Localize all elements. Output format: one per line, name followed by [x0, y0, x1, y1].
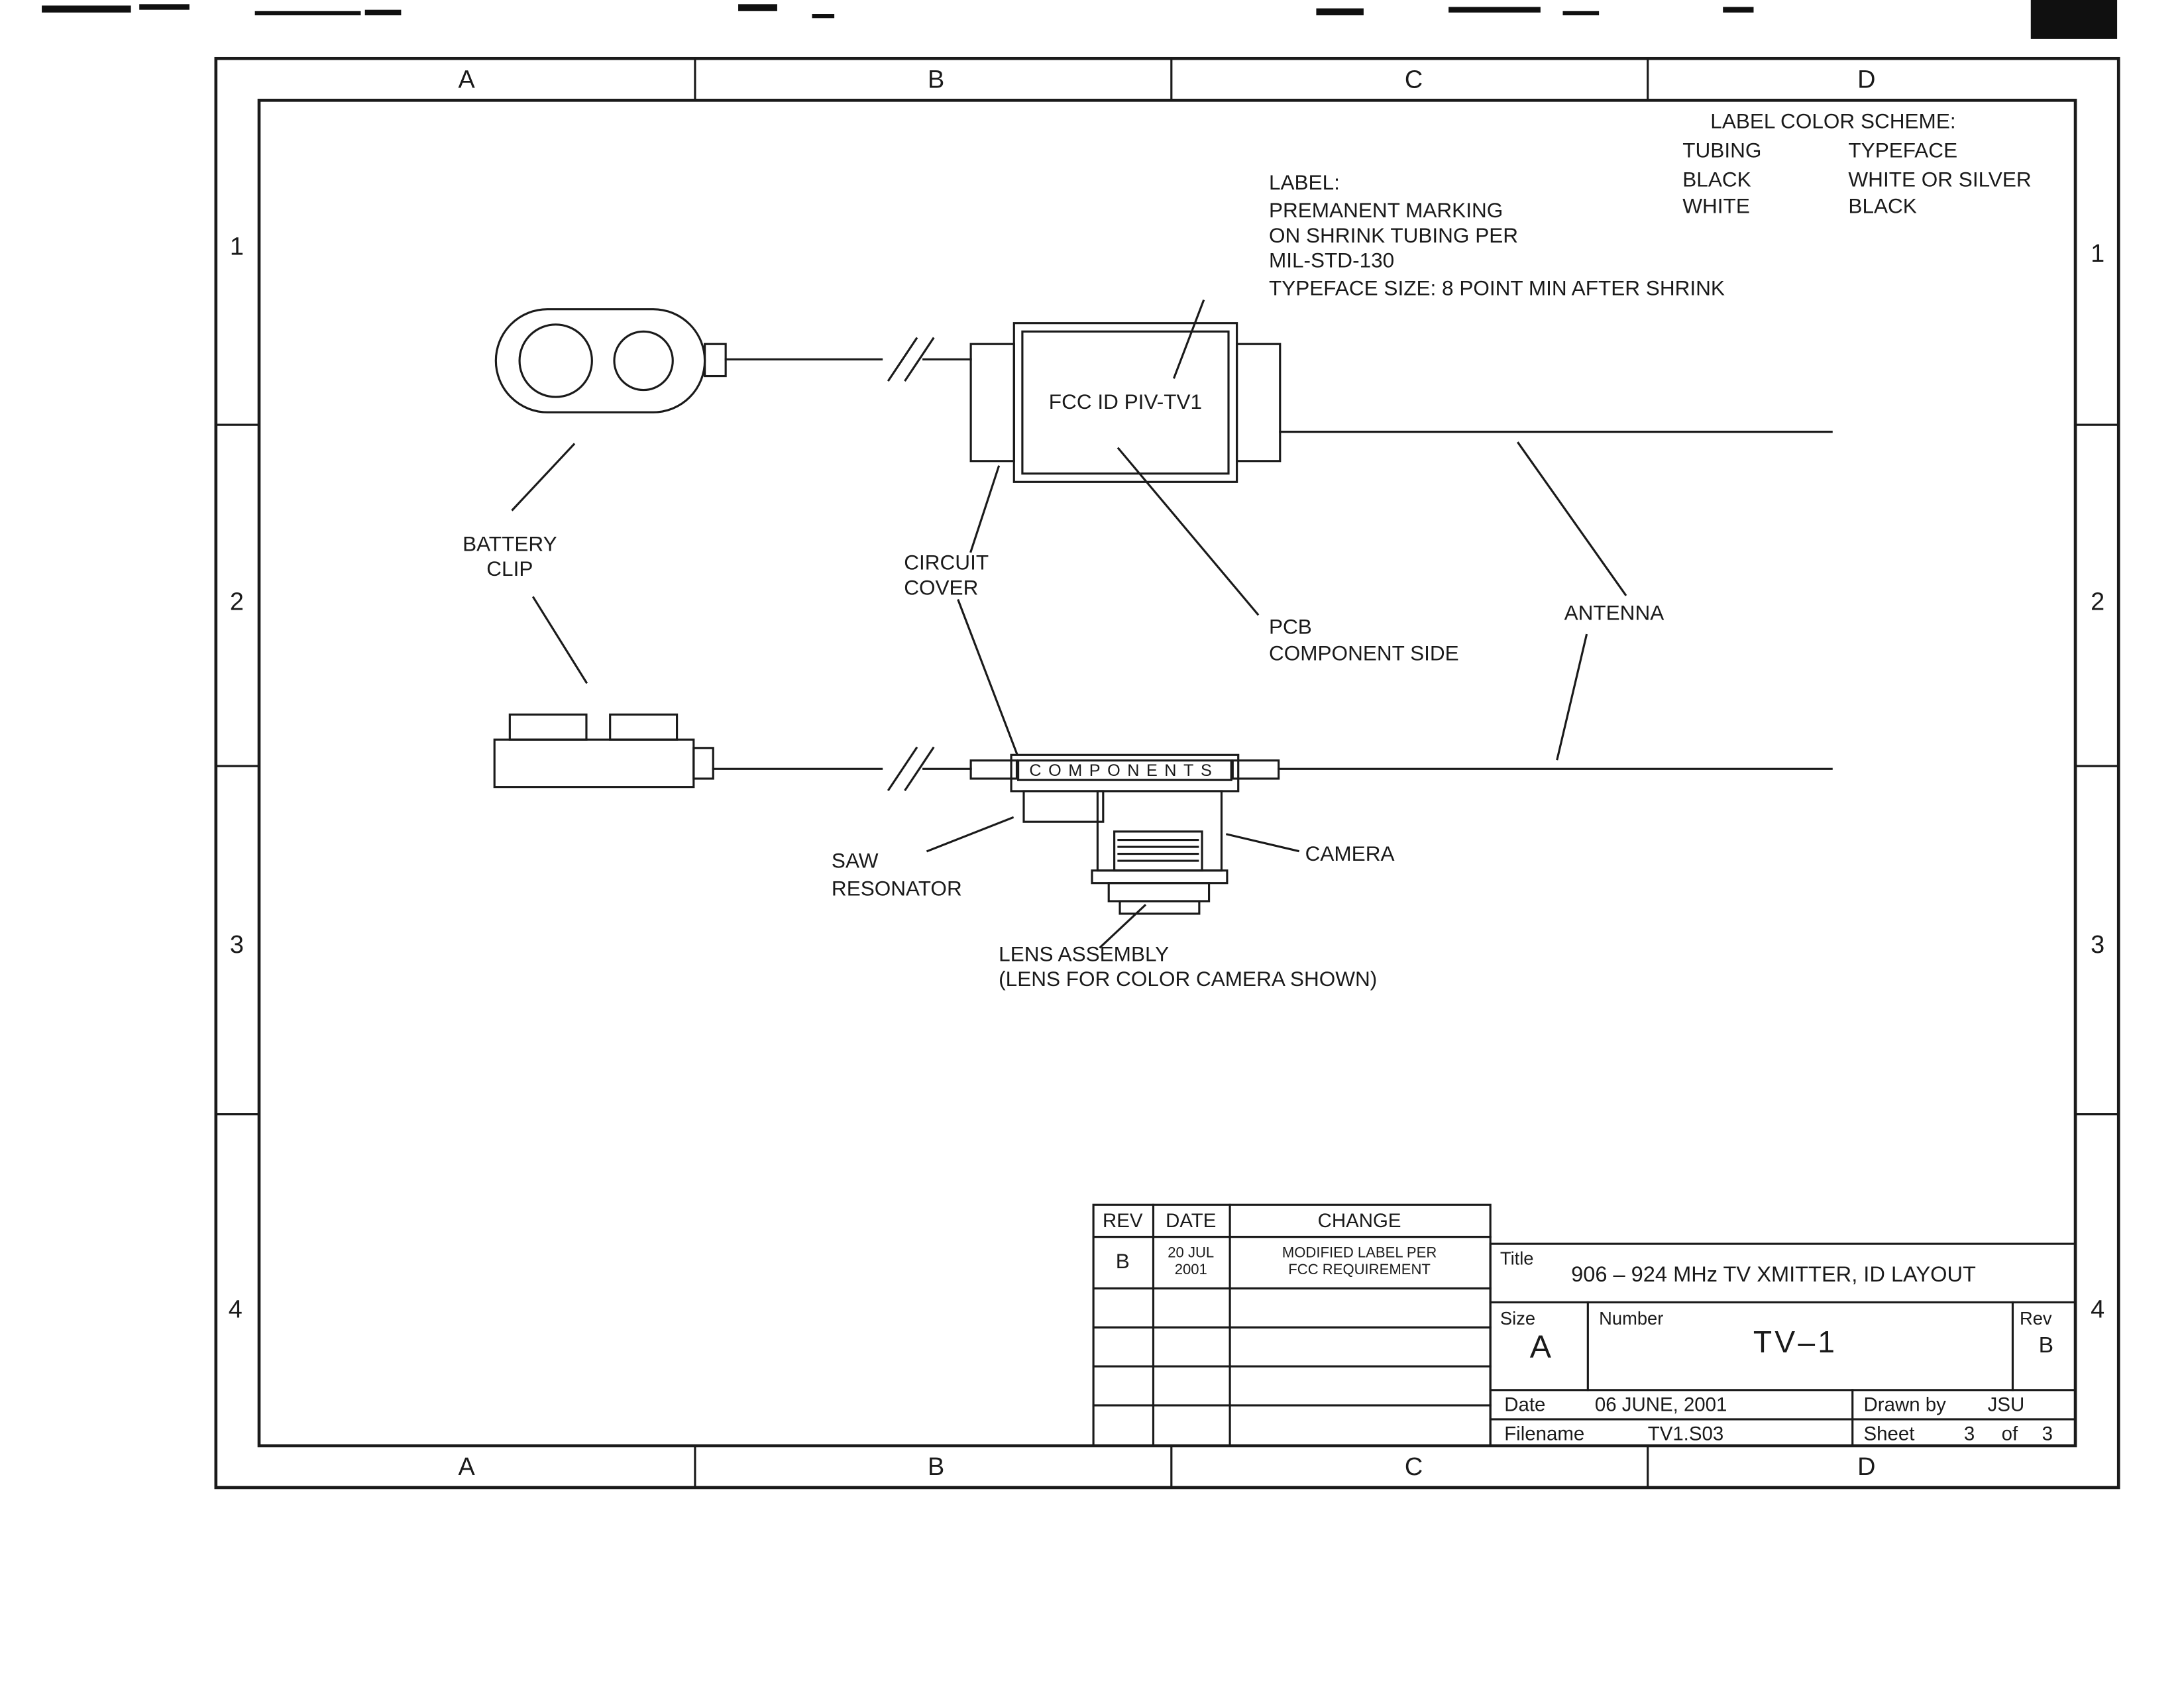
drawn-by-value: JSU [1987, 1393, 2025, 1415]
lens-label-line2: (LENS FOR COLOR CAMERA SHOWN) [999, 967, 1378, 992]
antenna-leader-upper [1517, 441, 1627, 596]
saw-leader [926, 816, 1014, 853]
saw-resonator-shape [1022, 790, 1105, 823]
filename-value: TV1.S03 [1647, 1422, 1724, 1445]
zone-label-bottom-c: C [1404, 1452, 1423, 1481]
zone-label-top-d: D [1857, 65, 1876, 93]
title-label: Title [1500, 1248, 1534, 1269]
label-note-leader [1172, 300, 1205, 379]
zone-label-top-c: C [1404, 65, 1423, 93]
number-label: Number [1599, 1307, 1664, 1329]
circuit-cover-box [969, 322, 1282, 483]
rev-table-header-rev: REV [1102, 1209, 1143, 1232]
label-note-line3: ON SHRINK TUBING PER [1268, 224, 1519, 248]
label-note-line2: PREMANENT MARKING [1268, 199, 1503, 223]
size-label: Size [1500, 1307, 1536, 1329]
saw-label-line1: SAW [831, 849, 879, 873]
lens-assembly-shape [1091, 869, 1228, 915]
color-scheme-col1-header: TUBING [1682, 139, 1762, 163]
components-strip-text: COMPONENTS [1029, 760, 1219, 781]
camera-label: CAMERA [1305, 842, 1395, 867]
circuit-cover-label-line1: CIRCUIT [904, 551, 989, 576]
pcb-leader [1117, 447, 1260, 616]
sheet-of-text: of [2001, 1422, 2018, 1445]
filename-label: Filename [1504, 1422, 1585, 1445]
label-note-line5: TYPEFACE SIZE: 8 POINT MIN AFTER SHRINK [1268, 277, 1725, 301]
zone-label-right-1: 1 [2091, 239, 2105, 268]
scan-artifact-marks [42, 0, 2118, 39]
zone-label-left-4: 4 [228, 1295, 243, 1323]
zone-label-bottom-d: D [1857, 1452, 1876, 1481]
zone-label-bottom-a: A [458, 1452, 475, 1481]
rev-entry-rev: B [1115, 1250, 1130, 1274]
date-value: 06 JUNE, 2001 [1594, 1393, 1727, 1415]
drawing-title: 906 – 924 MHz TV XMITTER, ID LAYOUT [1571, 1263, 1976, 1287]
rev-value: B [2038, 1334, 2054, 1358]
pcb-label-line2: COMPONENT SIDE [1268, 642, 1459, 666]
sheet-total: 3 [2042, 1422, 2053, 1445]
circuit-cover-label-line2: COVER [904, 576, 979, 600]
zone-label-right-4: 4 [2091, 1295, 2105, 1323]
camera-shape [1096, 790, 1223, 872]
sheet-label: Sheet [1863, 1422, 1915, 1445]
rev-entry-change-line2: FCC REQUIREMENT [1288, 1261, 1431, 1279]
date-label: Date [1504, 1393, 1546, 1415]
color-scheme-col2-header: TYPEFACE [1848, 139, 1958, 163]
drawn-by-label: Drawn by [1863, 1393, 1946, 1415]
size-value: A [1529, 1328, 1551, 1364]
color-scheme-title: LABEL COLOR SCHEME: [1710, 110, 1956, 134]
sheet-number: 3 [1963, 1422, 1975, 1445]
lens-label-line1: LENS ASSEMBLY [999, 943, 1170, 967]
leader-lines [511, 300, 1627, 949]
battery-clip-label-line1: BATTERY [463, 533, 557, 557]
revision-table-grid [1092, 1203, 1492, 1447]
rev-entry-date-line2: 2001 [1174, 1261, 1207, 1279]
zone-label-left-3: 3 [229, 930, 244, 959]
circuit-cover-leader-upper [969, 465, 1001, 553]
rev-entry-change-line1: MODIFIED LABEL PER [1282, 1244, 1437, 1262]
antenna-label: ANTENNA [1564, 602, 1665, 626]
rev-table-header-date: DATE [1166, 1209, 1217, 1232]
zone-label-right-2: 2 [2091, 588, 2105, 616]
label-note-line1: LABEL: [1268, 171, 1340, 195]
color-scheme-row2-tubing: WHITE [1682, 195, 1750, 219]
fcc-id-label: FCC ID PIV-TV1 [1048, 390, 1203, 415]
antenna-leader-lower [1556, 633, 1588, 761]
saw-label-line2: RESONATOR [831, 877, 962, 902]
top-wire-with-break [724, 337, 972, 382]
rev-label: Rev [2019, 1307, 2052, 1329]
rev-table-header-change: CHANGE [1317, 1209, 1401, 1232]
battery-leader-lower [531, 596, 588, 684]
zone-ticks [215, 57, 2120, 1489]
title-block-grid [1489, 1242, 2077, 1447]
circuit-cover-leader-lower [957, 598, 1018, 755]
zone-label-top-a: A [458, 65, 475, 93]
battery-leader-upper [511, 443, 576, 512]
battery-clip-top-view [494, 308, 727, 413]
side-wire-with-break [712, 746, 972, 792]
rev-entry-date-line1: 20 JUL [1168, 1244, 1215, 1262]
lens-leader [1099, 904, 1147, 949]
zone-label-left-2: 2 [229, 588, 244, 616]
zone-label-bottom-b: B [927, 1452, 945, 1481]
zone-label-right-3: 3 [2091, 930, 2105, 959]
number-value: TV–1 [1753, 1325, 1838, 1360]
pcb-label-line1: PCB [1268, 616, 1312, 639]
battery-clip-label-line2: CLIP [486, 557, 533, 582]
zone-label-left-1: 1 [229, 233, 244, 261]
color-scheme-row1-tubing: BLACK [1682, 168, 1751, 193]
camera-leader [1226, 833, 1299, 853]
color-scheme-row2-typeface: BLACK [1848, 195, 1917, 219]
color-scheme-row1-typeface: WHITE OR SILVER [1848, 168, 2032, 193]
zone-label-top-b: B [927, 65, 945, 93]
battery-clip-side-view [493, 713, 714, 789]
label-note-line4: MIL-STD-130 [1268, 249, 1395, 273]
